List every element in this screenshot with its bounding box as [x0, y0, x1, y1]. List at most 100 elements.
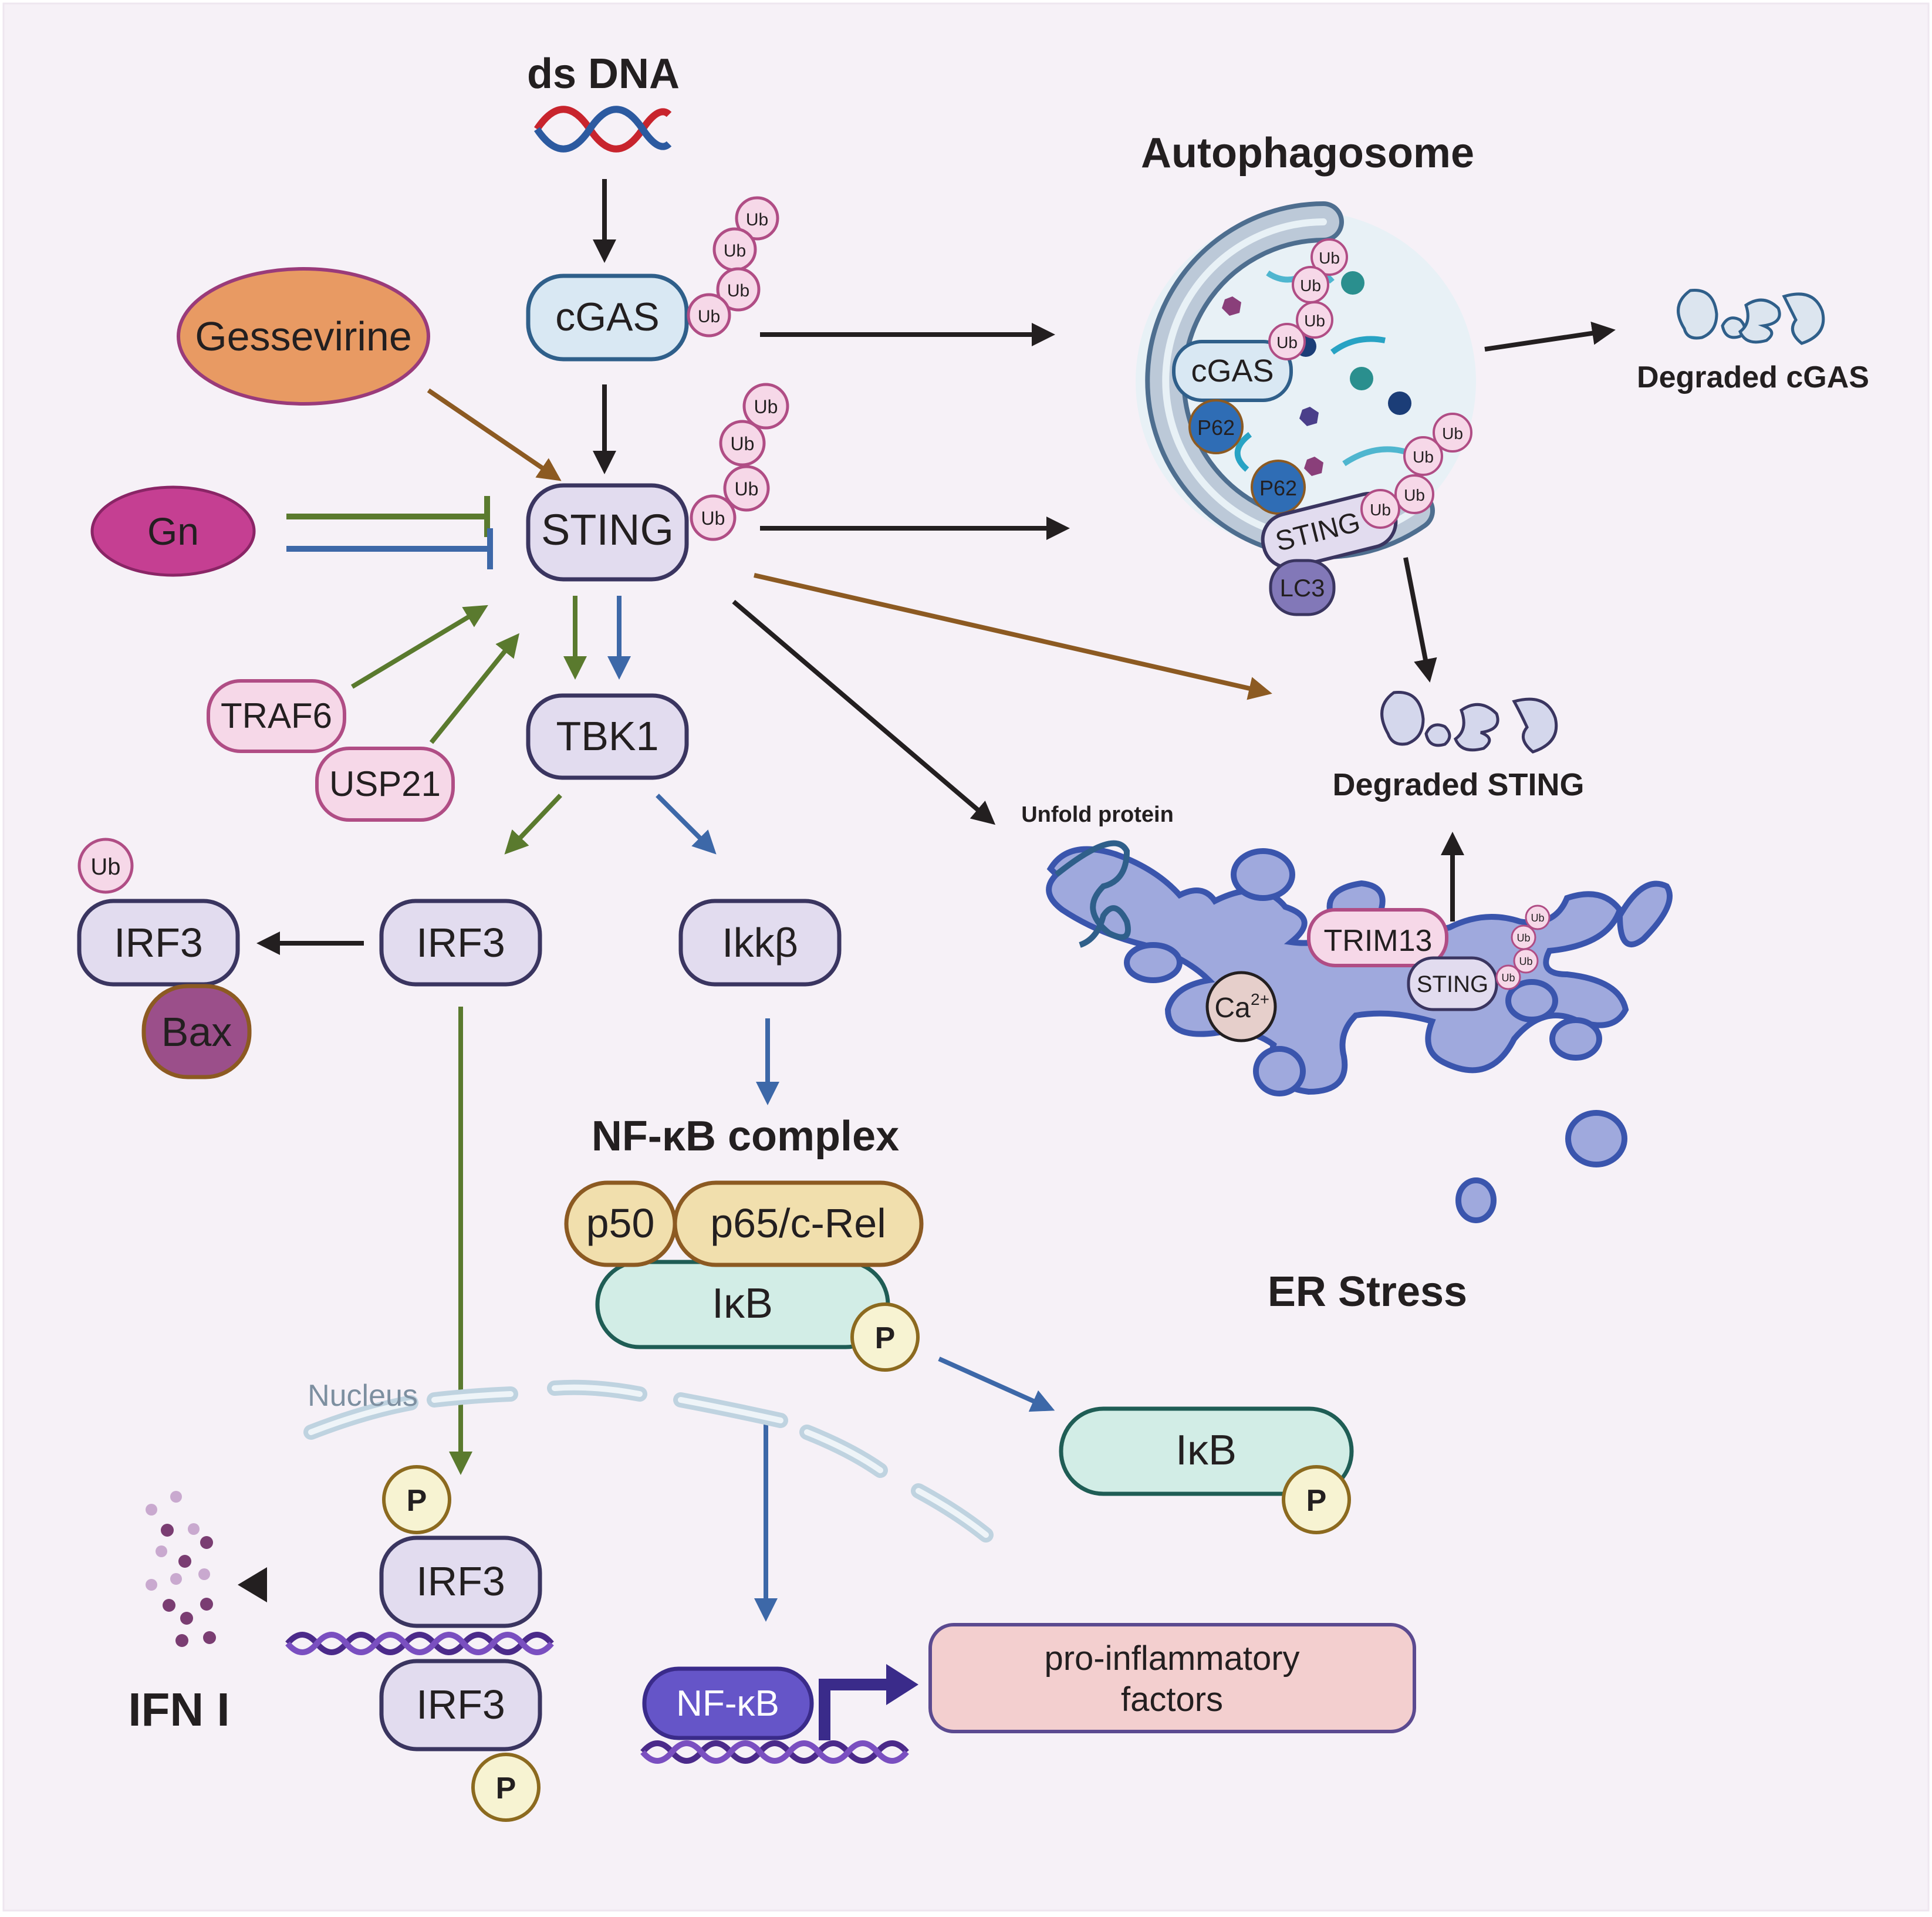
cgas-label: cGAS: [555, 295, 660, 339]
ub-label: Ub: [1442, 424, 1463, 443]
tbk1-label: TBK1: [556, 713, 658, 759]
p-label: P: [496, 1771, 516, 1805]
calcium-label: Ca: [1214, 993, 1251, 1024]
arrow-sting-to-degraded-sting: [754, 573, 1272, 700]
degraded-cgas-label: Degraded cGAS: [1637, 360, 1869, 394]
er-membrane: [1046, 846, 1673, 1223]
degraded-cgas-fragments: [1677, 289, 1825, 345]
trim13-node: TRIM13: [1307, 908, 1448, 967]
arrow-tbk1-to-irf3: [504, 794, 562, 855]
arrow-usp21-to-sting: [429, 633, 520, 744]
p-label: P: [875, 1321, 896, 1355]
irf3-dimer-bottom: IRF3: [379, 1659, 542, 1751]
pro-inflammatory-line2: factors: [1121, 1680, 1223, 1719]
irf3-dna-strand: [285, 1632, 554, 1655]
p-on-irf3-top: P: [382, 1465, 451, 1534]
er-stress-title: ER Stress: [1268, 1268, 1467, 1315]
p62-label: P62: [1197, 416, 1235, 440]
ifn-label: IFN I: [128, 1683, 229, 1736]
ub-label: Ub: [1276, 333, 1298, 352]
arrow-to-degraded-sting: [1403, 557, 1437, 683]
irf3-ub-node: IRF3: [77, 899, 240, 987]
ub-label: Ub: [701, 508, 725, 529]
pro-inflammatory-box: pro-inflammatory factors: [928, 1623, 1416, 1733]
irf3-label: IRF3: [416, 1558, 505, 1604]
usp21-node: USP21: [315, 747, 455, 822]
arrow-to-degraded-cgas: [1484, 321, 1616, 352]
cgas-ub-chain: Ub Ub Ub Ub: [687, 196, 779, 338]
irf3-label: IRF3: [416, 920, 505, 966]
ub-label: Ub: [1404, 486, 1425, 504]
gn-label: Gn: [147, 509, 199, 553]
nfkb-dna-strand: [640, 1740, 909, 1764]
nuclear-envelope: [303, 1379, 994, 1543]
ub-label: Ub: [698, 307, 720, 326]
unfold-protein-label: Unfold protein: [1021, 802, 1174, 827]
trim13-label: TRIM13: [1324, 924, 1433, 958]
ub-label: Ub: [1531, 912, 1544, 924]
ub-label: Ub: [731, 433, 755, 454]
p-on-irf3-bottom: P: [471, 1753, 541, 1822]
ifn-particles: [146, 1491, 216, 1647]
irf3-label: IRF3: [416, 1682, 505, 1727]
p-label: P: [407, 1484, 427, 1518]
nucleus-label: Nucleus: [308, 1379, 418, 1413]
p-label: P: [1306, 1484, 1327, 1518]
autophagosome: cGAS P62 P62 STING LC3 Ub Ub Ub Ub Ub Ub…: [1136, 201, 1476, 616]
ub-label: Ub: [1501, 972, 1515, 984]
p-on-released-ikb: P: [1282, 1465, 1351, 1534]
cgas-node: cGAS: [526, 274, 689, 362]
sting-label: STING: [541, 505, 674, 554]
degraded-sting-fragments: [1380, 691, 1558, 754]
p65-label: p65/c-Rel: [710, 1200, 886, 1246]
arrow-traf6-to-sting: [350, 605, 488, 689]
ub-label: Ub: [90, 854, 120, 880]
bax-label: Bax: [161, 1009, 232, 1055]
sting-ub-chain: Ub Ub Ub Ub: [690, 383, 789, 541]
ub-label: Ub: [735, 478, 759, 500]
ub-label: Ub: [1370, 501, 1391, 519]
calcium-charge-label: 2+: [1251, 990, 1269, 1008]
transcription-arrow-icon: [819, 1664, 918, 1740]
degraded-sting-label: Degraded STING: [1332, 767, 1584, 802]
p50-node: p50: [564, 1180, 677, 1267]
nfkb-complex-title: NF-κB complex: [592, 1113, 899, 1160]
arrows: [256, 179, 1616, 1622]
autophagosome-title: Autophagosome: [1141, 130, 1474, 177]
dna-helix-icon: [534, 106, 672, 153]
ub-label: Ub: [1413, 448, 1434, 466]
nfkb-node: NF-κB: [642, 1666, 814, 1740]
tbk1-node: TBK1: [526, 693, 689, 780]
unfold-protein-squiggle: [1054, 840, 1131, 948]
nfkb-label: NF-κB: [676, 1683, 779, 1724]
pro-inflammatory-line1: pro-inflammatory: [1044, 1639, 1299, 1678]
gessevirine-label: Gessevirine: [195, 313, 412, 359]
arrow-tbk1-to-ikkb: [656, 794, 717, 855]
released-ikb: IκB: [1059, 1406, 1354, 1496]
gn-node: Gn: [90, 485, 256, 577]
ub-label: Ub: [754, 396, 778, 417]
gn-inhibition: [286, 496, 493, 569]
sting-node: STING: [526, 483, 689, 582]
ikkb-node: Ikkβ: [678, 899, 842, 987]
arrow-sting-to-er: [732, 599, 996, 825]
usp21-label: USP21: [329, 764, 441, 804]
ub-label: Ub: [1304, 312, 1325, 330]
ub-label: Ub: [1519, 956, 1532, 967]
ub-label: Ub: [1300, 276, 1321, 295]
ub-label: Ub: [724, 241, 746, 261]
p62-label: P62: [1259, 476, 1297, 500]
irf3-label: IRF3: [114, 920, 203, 966]
er-sting-label: STING: [1417, 971, 1488, 997]
ub-label: Ub: [1319, 249, 1340, 267]
p65-node: p65/c-Rel: [673, 1180, 924, 1267]
traf6-label: TRAF6: [221, 696, 332, 735]
p-on-complex: P: [850, 1302, 920, 1372]
er-ub-chain: Ub Ub Ub Ub: [1495, 905, 1551, 990]
p50-label: p50: [586, 1200, 655, 1246]
ub-label: Ub: [746, 210, 768, 230]
traf6-node: TRAF6: [207, 679, 346, 753]
ikb-label: IκB: [1176, 1427, 1237, 1474]
irf3-dimer-top: IRF3: [379, 1535, 542, 1628]
